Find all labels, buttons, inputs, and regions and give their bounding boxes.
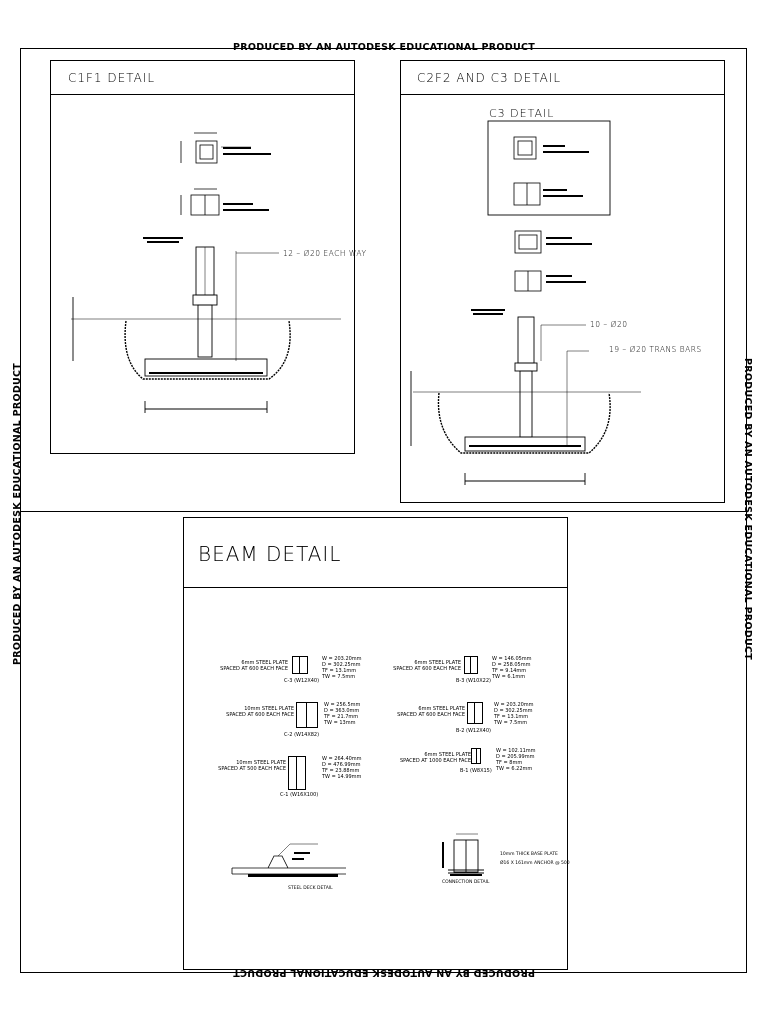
c1f1-title: C1F1 DETAIL: [68, 71, 156, 85]
c2f2-callout-trans: 19 – Ø20 TRANS BARS: [609, 345, 702, 354]
c2f2-callout-bars: 10 – Ø20: [590, 320, 628, 329]
c1f1-column-note-1: [223, 147, 271, 155]
c1f1-column-note-2: [223, 203, 269, 211]
beam-section-b1: 6mm STEEL PLATE SPACED AT 1000 EACH FACE…: [374, 748, 567, 778]
i-section-icon: [464, 656, 478, 674]
section-label: B-1 (W8X15): [460, 768, 492, 774]
section-prop: D = 302.25mm: [494, 708, 533, 714]
section-spacing: SPACED AT 600 EACH FACE: [226, 712, 294, 718]
section-plate: 6mm STEEL PLATE: [414, 660, 461, 666]
section-prop: W = 203.20mm: [322, 656, 362, 662]
section-spacing: SPACED AT 500 EACH FACE: [218, 766, 286, 772]
section-prop: TW = 6.1mm: [492, 674, 526, 680]
section-prop: D = 258.05mm: [492, 662, 531, 668]
c1f1-title-bar: C1F1 DETAIL: [51, 61, 354, 95]
section-prop: TW = 6.22mm: [496, 766, 533, 772]
section-prop: W = 146.05mm: [492, 656, 532, 662]
steel-deck-label: STEEL DECK DETAIL: [288, 886, 333, 891]
connection-note: Ø16 X 161mm ANCHOR @ 500: [500, 861, 570, 866]
connection-notes: 10mm THICK BASE PLATE Ø16 X 161mm ANCHOR…: [500, 850, 570, 868]
c3-column-sections: [513, 136, 542, 292]
section-prop: TF = 9.14mm: [492, 668, 527, 674]
i-section-icon: [288, 756, 306, 790]
section-prop: D = 363.0mm: [324, 708, 360, 714]
c2f2-title-bar: C2F2 AND C3 DETAIL: [401, 61, 724, 95]
section-label: C-3 (W12X40): [284, 678, 320, 684]
connection-label: CONNECTION DETAIL: [442, 880, 490, 885]
watermark-top: PRODUCED BY AN AUTODESK EDUCATIONAL PROD…: [232, 42, 536, 53]
section-prop: D = 205.99mm: [496, 754, 535, 760]
i-section-icon: [471, 748, 481, 764]
section-spacing: SPACED AT 1000 EACH FACE: [399, 758, 471, 764]
section-prop: TW = 14.99mm: [322, 774, 362, 780]
section-plate: 10mm STEEL PLATE: [236, 760, 286, 766]
c1f1-drawing: 12 – Ø20 EACH WAY: [71, 132, 366, 413]
c2f2-drawing: 10 – Ø20 19 – Ø20 TRANS BARS: [410, 120, 702, 485]
c2f2-detail-panel: C2F2 AND C3 DETAIL C3 DETAIL: [400, 60, 725, 503]
i-section-icon: [467, 702, 483, 724]
section-plate: 10mm STEEL PLATE: [244, 706, 294, 712]
section-label: C-1 (W16X100): [280, 792, 319, 798]
c3-sub-title: C3 DETAIL: [489, 107, 555, 120]
c2f2-title: C2F2 AND C3 DETAIL: [417, 71, 562, 85]
watermark-right: PRODUCED BY AN AUTODESK EDUCATIONAL PROD…: [742, 358, 753, 661]
c1f1-detail-panel: C1F1 DETAIL: [50, 60, 366, 454]
section-prop: D = 302.25mm: [322, 662, 361, 668]
beam-section-b3: 6mm STEEL PLATE SPACED AT 600 EACH FACE …: [374, 656, 567, 696]
beam-sections-area: 6mm STEEL PLATE SPACED AT 600 EACH FACE …: [184, 656, 567, 798]
steel-deck-drawing: [231, 843, 346, 877]
section-plate: 6mm STEEL PLATE: [418, 706, 465, 712]
section-prop: TW = 7.5mm: [494, 720, 528, 726]
beam-detail-panel: BEAM DETAIL 6mm STEEL PLATE SPACED AT 60…: [183, 517, 570, 970]
beam-section-c1: 10mm STEEL PLATE SPACED AT 500 EACH FACE…: [184, 756, 374, 798]
section-prop: TF = 21.7mm: [324, 714, 359, 720]
i-section-icon: [296, 702, 318, 728]
connection-note: 10mm THICK BASE PLATE: [500, 852, 558, 857]
c1f1-callout: 12 – Ø20 EACH WAY: [283, 249, 367, 258]
drawing-sheet-border: [20, 48, 747, 973]
sheet-divider-line: [20, 511, 747, 512]
section-prop: W = 256.5mm: [324, 702, 361, 708]
beam-section-b2: 6mm STEEL PLATE SPACED AT 600 EACH FACE …: [374, 702, 567, 742]
c2f2-footing-section: [410, 316, 641, 485]
section-label: C-2 (W14X82): [284, 732, 320, 738]
section-label: B-2 (W12X40): [456, 728, 491, 734]
beam-title-bar: BEAM DETAIL: [184, 518, 567, 588]
section-plate: 6mm STEEL PLATE: [241, 660, 288, 666]
c1f1-footing-section: [71, 246, 341, 413]
section-prop: W = 264.40mm: [322, 756, 362, 762]
beam-section-c3: 6mm STEEL PLATE SPACED AT 600 EACH FACE …: [184, 656, 374, 696]
connection-drawing: [442, 833, 484, 876]
beam-section-c2: 10mm STEEL PLATE SPACED AT 600 EACH FACE…: [184, 702, 374, 742]
section-prop: TF = 13.1mm: [322, 668, 357, 674]
c1f1-column-section-2: [180, 188, 220, 216]
c1f1-rebar-dots: [143, 237, 263, 374]
section-prop: W = 102.11mm: [496, 748, 536, 754]
section-spacing: SPACED AT 600 EACH FACE: [220, 666, 288, 672]
section-prop: D = 476.99mm: [322, 762, 361, 768]
i-section-icon: [292, 656, 308, 674]
section-prop: TF = 13.1mm: [494, 714, 529, 720]
section-prop: W = 203.20mm: [494, 702, 534, 708]
watermark-left: PRODUCED BY AN AUTODESK EDUCATIONAL PROD…: [12, 362, 23, 665]
section-prop: TW = 7.5mm: [322, 674, 356, 680]
section-plate: 6mm STEEL PLATE: [424, 752, 471, 758]
beam-title: BEAM DETAIL: [198, 542, 342, 566]
section-spacing: SPACED AT 600 EACH FACE: [397, 712, 465, 718]
section-prop: TW = 13mm: [324, 720, 356, 726]
section-label: B-3 (W10X22): [456, 678, 491, 684]
section-spacing: SPACED AT 600 EACH FACE: [393, 666, 461, 672]
section-prop: TF = 8mm: [496, 760, 523, 766]
c3-notes: [471, 145, 592, 315]
section-prop: TF = 23.88mm: [322, 768, 360, 774]
c3-detail-box: [487, 120, 611, 216]
